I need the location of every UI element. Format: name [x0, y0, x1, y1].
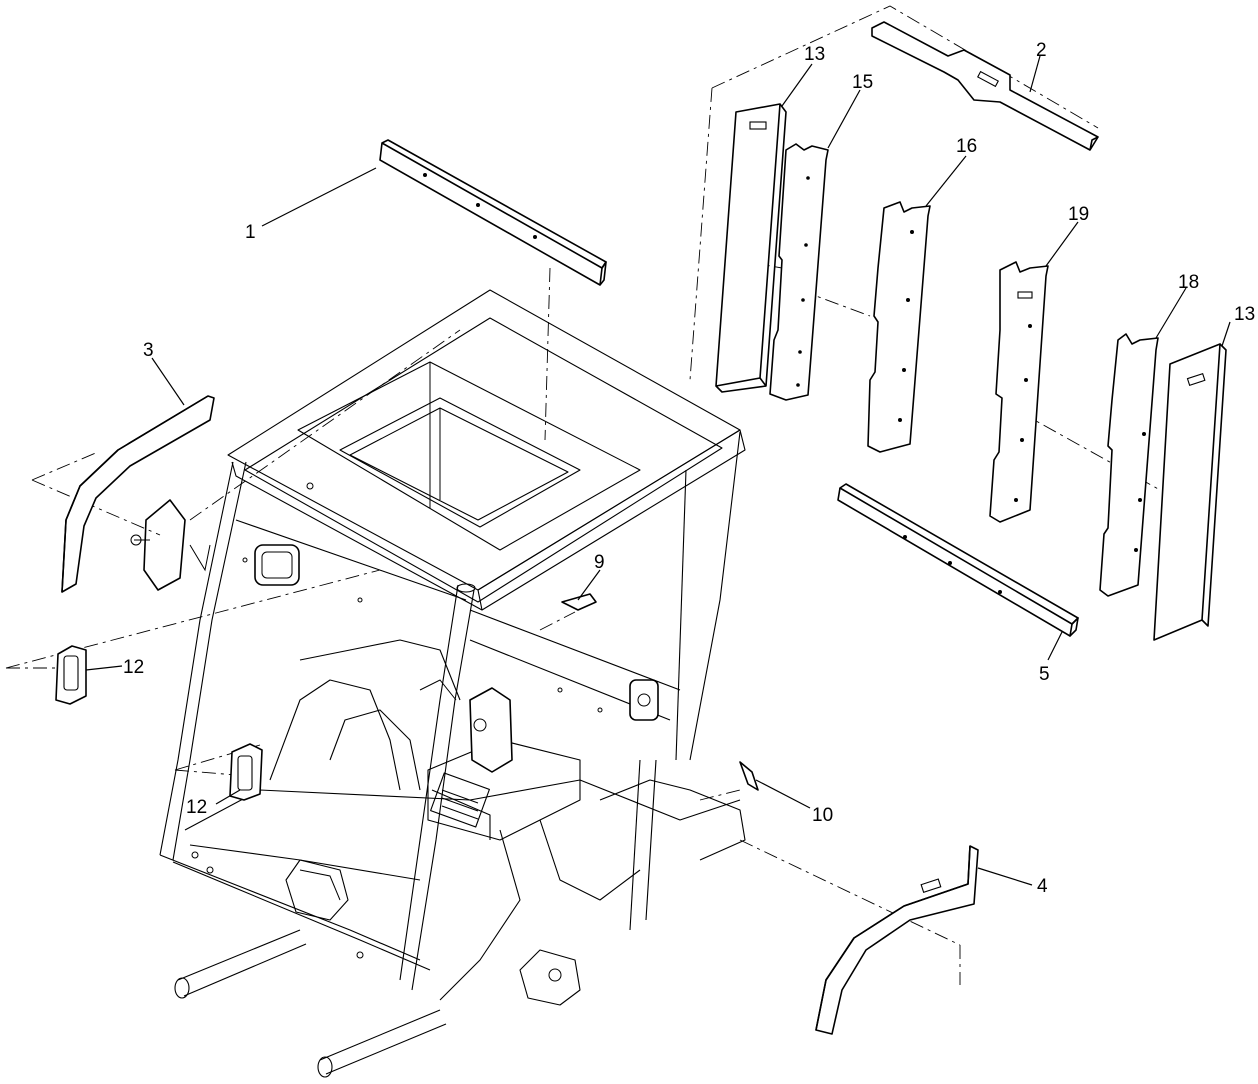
callout-12-lower: 12: [186, 797, 207, 818]
part-16-panel: [867, 201, 931, 453]
side-lamp: [254, 544, 300, 586]
callout-5: 5: [1039, 664, 1050, 685]
part-19-panel: [989, 261, 1049, 523]
part-4-fender-seal: [815, 845, 979, 1035]
callout-9: 9: [594, 552, 605, 573]
mirror-center: [419, 679, 513, 773]
callout-15: 15: [852, 72, 873, 93]
callout-19: 19: [1068, 204, 1089, 225]
part-13-panel-left: [715, 103, 787, 393]
part-1-seal-strip: [379, 139, 607, 286]
callout-3: 3: [143, 340, 154, 361]
part-13-panel-right: [1153, 343, 1227, 641]
part-3-fender-seal: [61, 395, 215, 593]
part-18-panel: [1099, 333, 1159, 597]
part-10-wedge: [739, 761, 759, 791]
callout-18: 18: [1178, 272, 1199, 293]
part-15-panel: [769, 143, 829, 401]
leader-lines: [85, 55, 1231, 886]
part-2-top-bar: [871, 21, 1099, 151]
cab-frame: [159, 289, 746, 1078]
callout-1: 1: [245, 222, 256, 243]
callout-13-right: 13: [1234, 304, 1255, 325]
rear-light: [629, 679, 659, 721]
part-12-grommet-lower: [229, 743, 263, 801]
callouts: 1 2 3 4 5 9 10 12 12 13 13 15 16 18 19: [123, 40, 1255, 897]
callout-2: 2: [1036, 40, 1047, 61]
projection-lines: [5, 5, 1161, 985]
callout-12-upper: 12: [123, 657, 144, 678]
part-9-wedge: [561, 593, 597, 611]
callout-4: 4: [1037, 876, 1048, 897]
part-12-grommet-upper: [55, 645, 87, 705]
callout-13-left: 13: [804, 44, 825, 65]
callout-16: 16: [956, 136, 977, 157]
callout-10: 10: [812, 805, 833, 826]
part-5-seal-strip: [837, 483, 1079, 637]
mirror-left: [130, 499, 211, 591]
